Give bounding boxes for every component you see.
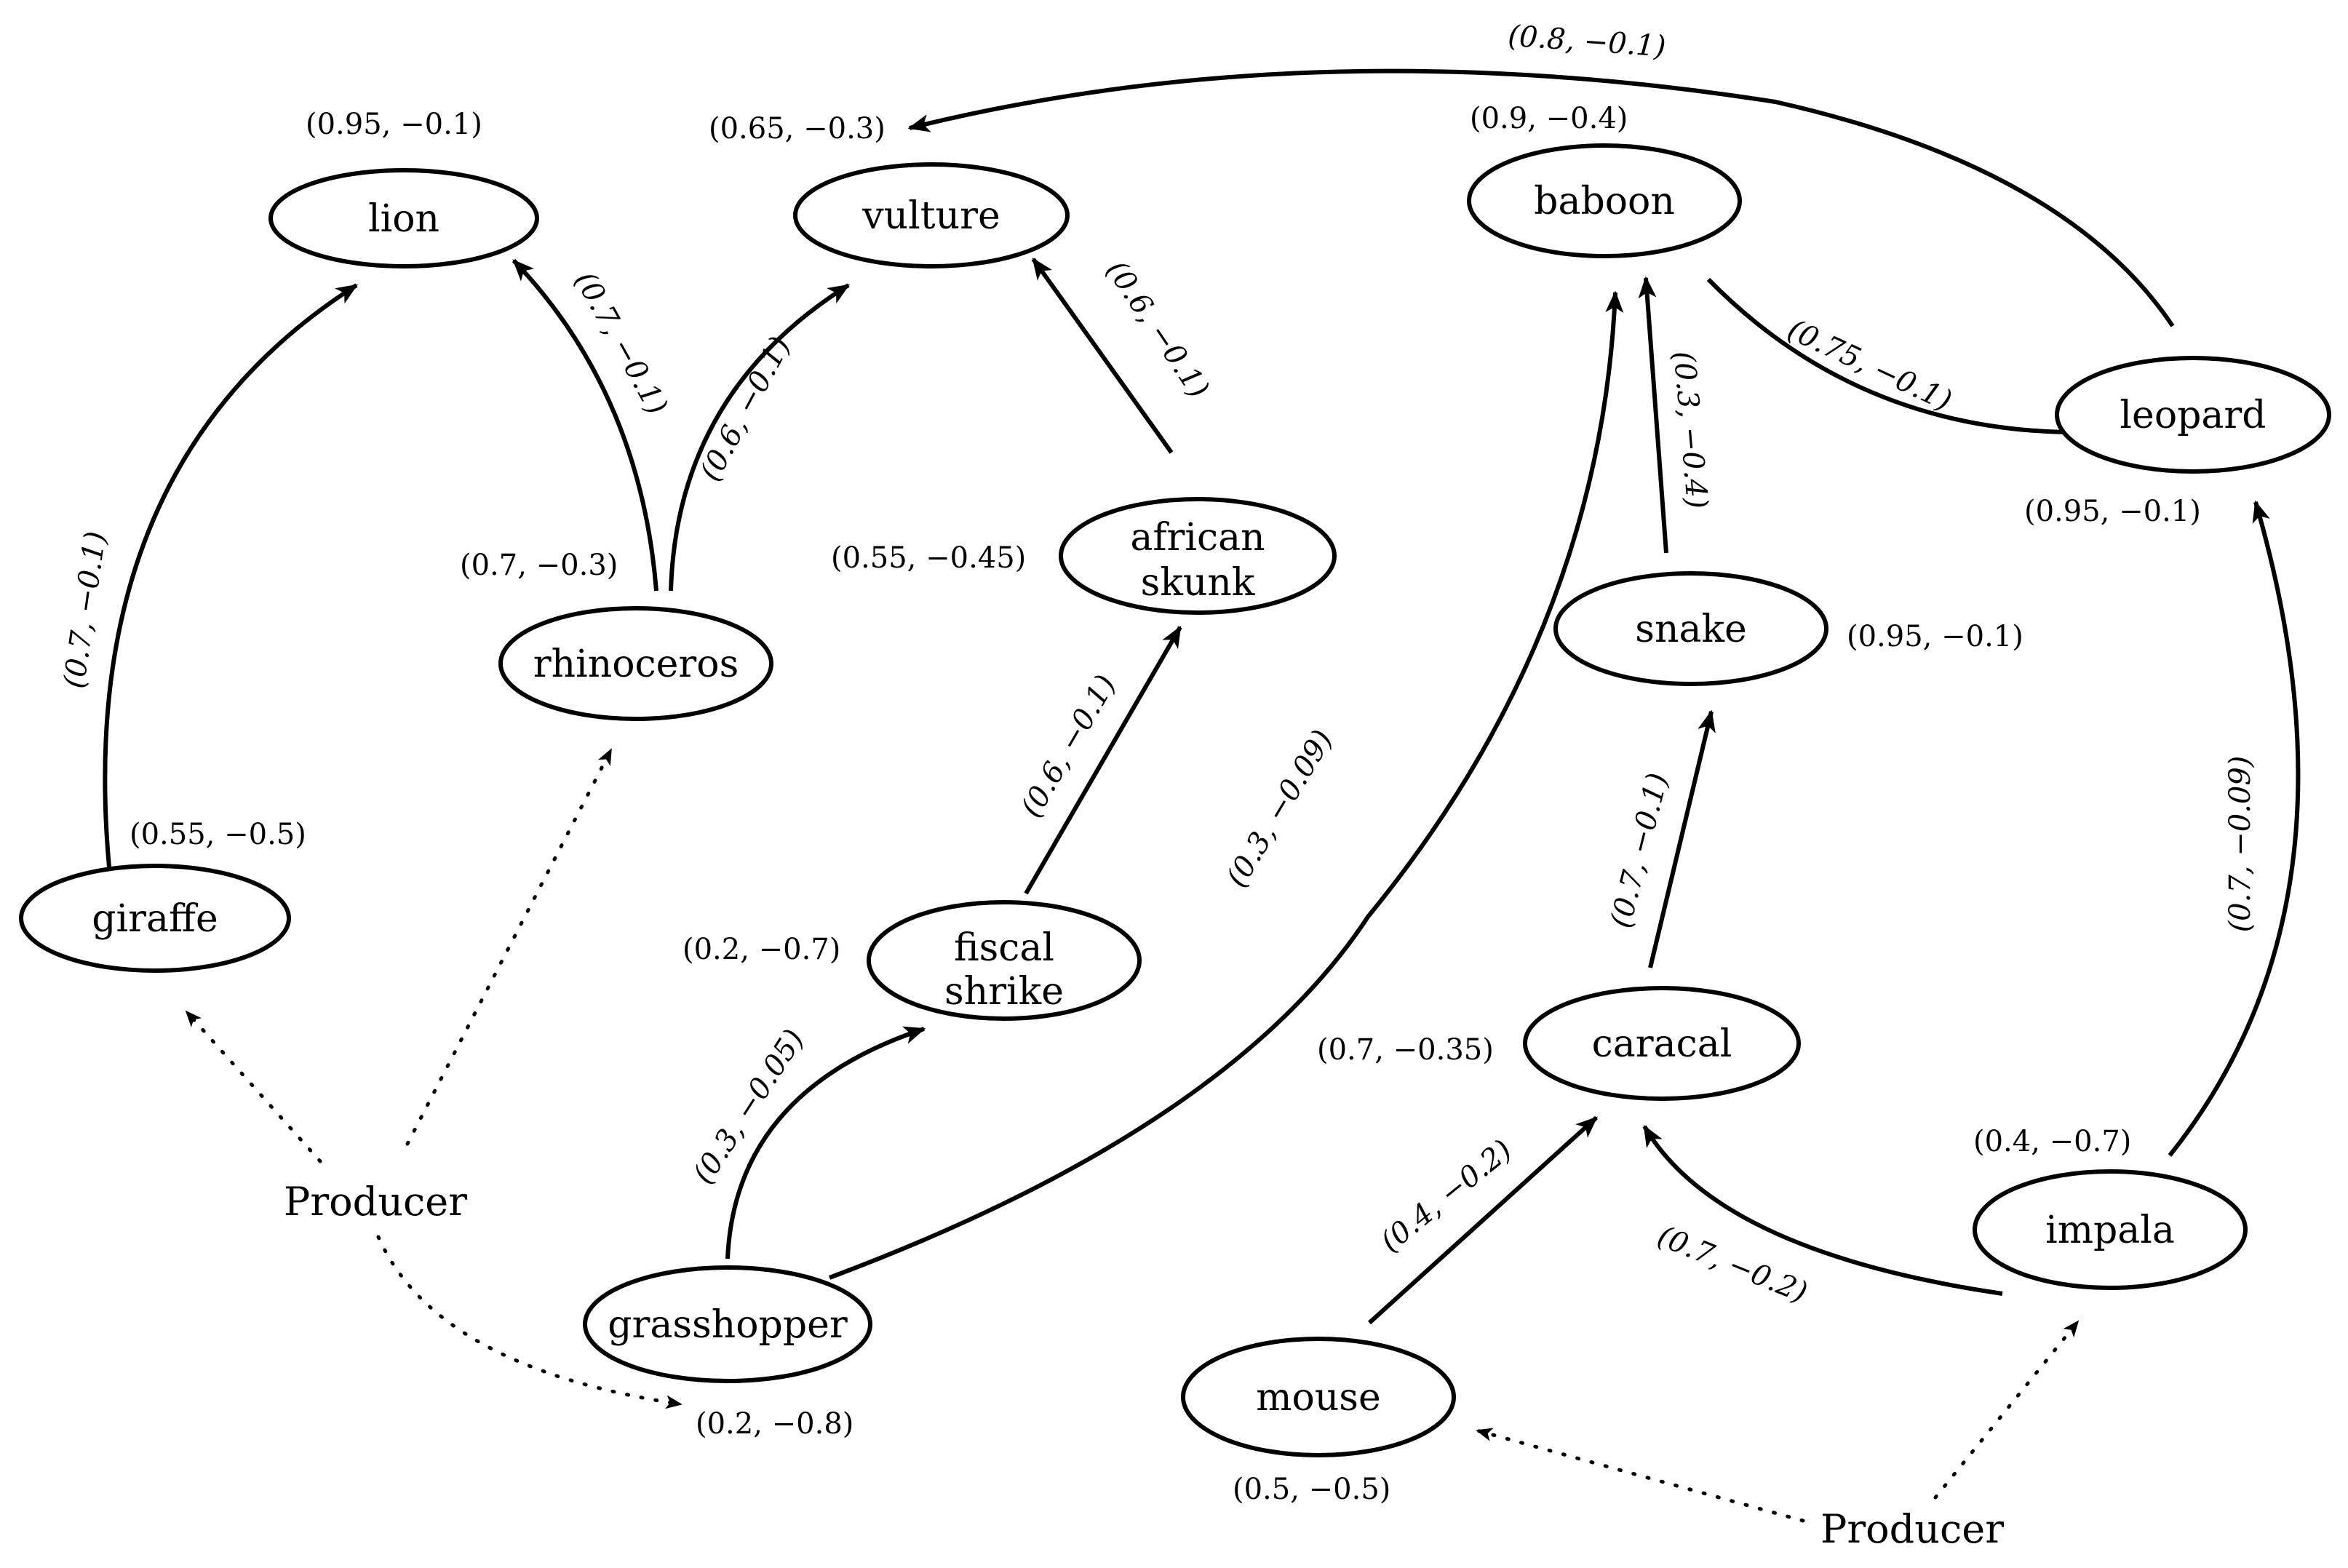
node-label: grasshopper	[608, 1303, 848, 1347]
node-label: vulture	[861, 194, 1000, 238]
edge-label-grasshopper-baboon: (0.3, −0.09)	[1220, 724, 1340, 893]
producer-link-giraffe	[184, 1009, 322, 1163]
producer-link-impala	[1933, 1319, 2080, 1500]
node-vulture[interactable]: vulture	[793, 162, 1070, 268]
edge-rhinoceros-lion	[512, 258, 658, 592]
edge-label-impala-leopard: (0.7, −0.09)	[2224, 756, 2257, 933]
value-rhinoceros: (0.7, −0.3)	[460, 549, 618, 582]
edge-leopard-vulture	[907, 68, 2175, 327]
value-snake: (0.95, −0.1)	[1847, 620, 2023, 653]
node-lion[interactable]: lion	[268, 168, 539, 268]
edge-label-rhinoceros-lion: (0.7, −0.1)	[568, 266, 674, 420]
edge-mouse-caracal	[1367, 1115, 1599, 1325]
value-caracal: (0.7, −0.35)	[1317, 1033, 1494, 1067]
edge-label-rhinoceros-vulture: (0.6, −0.1)	[693, 331, 797, 487]
value-baboon: (0.9, −0.4)	[1470, 102, 1628, 135]
producer-link-rhinoceros	[405, 747, 613, 1146]
edge-label-impala-caracal: (0.7, −0.2)	[1652, 1219, 1812, 1310]
edge-label-shrike-skunk: (0.6, −0.1)	[1014, 669, 1123, 823]
value-fiscal-shrike: (0.2, −0.7)	[682, 933, 840, 966]
edge-skunk-vulture	[1031, 257, 1174, 454]
edge-giraffe-lion	[103, 283, 359, 868]
edge-label-skunk-vulture: (0.6, −0.1)	[1099, 255, 1216, 405]
node-label: lion	[368, 197, 439, 241]
edge-impala-leopard	[2168, 500, 2301, 1157]
node-label: baboon	[1534, 180, 1675, 223]
node-caracal[interactable]: caracal	[1523, 986, 1801, 1101]
node-values: (0.95, −0.1) (0.65, −0.3) (0.7, −0.3) (0…	[130, 102, 2201, 1506]
node-label: caracal	[1592, 1022, 1732, 1066]
producers: Producer Producer	[284, 1179, 2004, 1552]
edge-label-baboon-leopard: (0.75, −0.1)	[1783, 313, 1957, 418]
node-label: rhinoceros	[533, 642, 739, 686]
value-vulture: (0.65, −0.3)	[709, 112, 886, 146]
node-african-skunk[interactable]: african skunk	[1059, 497, 1337, 615]
edge-label-snake-baboon: (0.3, −0.4)	[1667, 350, 1714, 511]
value-lion: (0.95, −0.1)	[306, 108, 482, 141]
edges	[103, 68, 2301, 1523]
value-leopard: (0.95, −0.1)	[2024, 495, 2201, 528]
value-giraffe: (0.55, −0.5)	[130, 818, 306, 851]
node-label: leopard	[2120, 394, 2266, 437]
node-label-line-1: fiscal	[954, 926, 1054, 970]
value-grasshopper: (0.2, −0.8)	[696, 1407, 853, 1441]
node-label-line-2: skunk	[1141, 561, 1255, 605]
edge-impala-caracal	[1642, 1124, 2003, 1296]
edge-caracal-snake	[1648, 709, 1716, 968]
node-snake[interactable]: snake	[1553, 571, 1828, 686]
node-label: mouse	[1256, 1376, 1381, 1420]
producer-left: Producer	[284, 1179, 467, 1225]
node-fiscal-shrike[interactable]: fiscal shrike	[867, 900, 1142, 1021]
edge-grasshopper-shrike	[725, 1026, 926, 1259]
node-mouse[interactable]: mouse	[1181, 1337, 1456, 1457]
node-leopard[interactable]: leopard	[2055, 356, 2331, 474]
edge-label-giraffe-lion: (0.7, −0.1)	[57, 529, 113, 691]
node-impala[interactable]: impala	[1973, 1169, 2248, 1290]
edge-label-leopard-vulture: (0.8, −0.1)	[1507, 20, 1667, 64]
node-giraffe[interactable]: giraffe	[19, 864, 291, 973]
edge-shrike-skunk	[1024, 625, 1182, 895]
edge-grasshopper-baboon	[828, 290, 1624, 1280]
node-label: snake	[1635, 608, 1746, 651]
nodes: lion vulture rhinoceros giraffe african …	[19, 143, 2331, 1457]
node-label: giraffe	[92, 897, 218, 941]
edge-rhinoceros-vulture	[669, 283, 851, 592]
producer-link-mouse	[1475, 1428, 1805, 1523]
node-label-line-2: shrike	[944, 970, 1064, 1014]
value-impala: (0.4, −0.7)	[1973, 1125, 2131, 1158]
edge-snake-baboon	[1638, 276, 1668, 554]
value-mouse: (0.5, −0.5)	[1233, 1473, 1390, 1506]
node-baboon[interactable]: baboon	[1467, 143, 1742, 258]
edge-label-mouse-caracal: (0.4, −0.2)	[1374, 1134, 1519, 1259]
edge-baboon-leopard	[1706, 277, 2093, 442]
value-african-skunk: (0.55, −0.45)	[831, 541, 1026, 575]
node-rhinoceros[interactable]: rhinoceros	[498, 606, 773, 721]
node-label-line-1: african	[1130, 516, 1265, 560]
node-label: impala	[2045, 1209, 2175, 1252]
producer-right: Producer	[1820, 1506, 2004, 1552]
node-grasshopper[interactable]: grasshopper	[583, 1265, 872, 1383]
